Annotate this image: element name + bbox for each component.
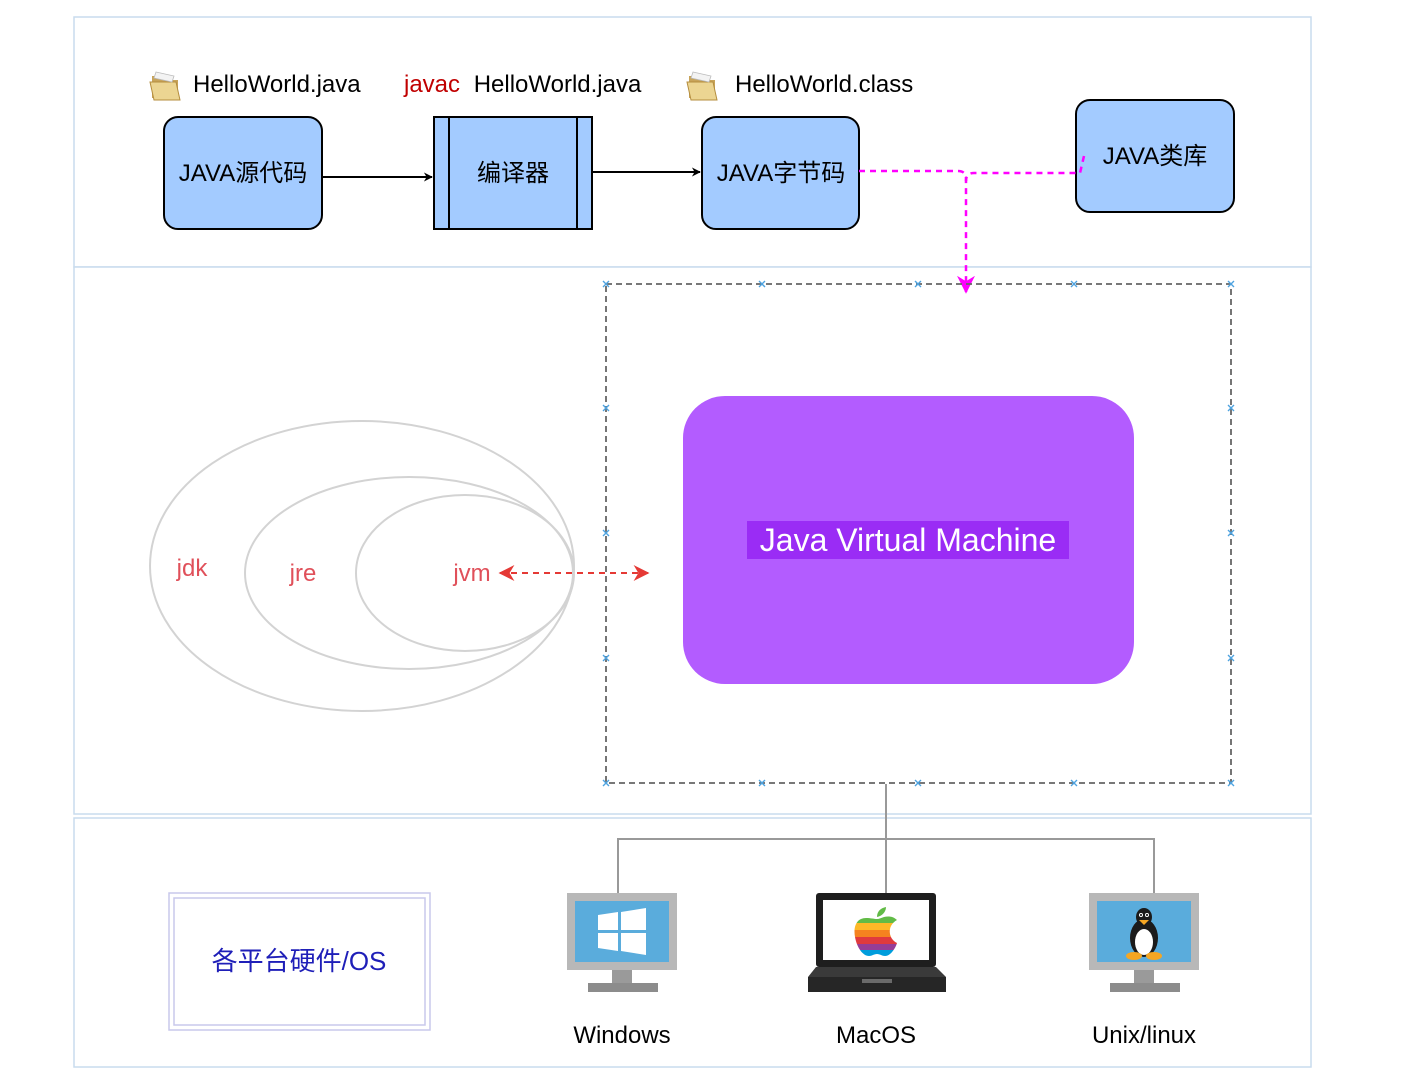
compiler-box-label: 编译器 <box>477 160 549 187</box>
bytecode-box[interactable] <box>701 116 860 230</box>
folder-icon <box>149 71 181 101</box>
windows-logo-icon <box>598 908 646 955</box>
macos-label: MacOS <box>836 1022 916 1049</box>
compiler-box[interactable] <box>433 116 593 230</box>
platform-box-outer <box>168 892 431 1031</box>
jvm-label: jvm <box>452 560 490 587</box>
jvm-title-highlight <box>747 521 1069 559</box>
os-connector-lines <box>617 784 1155 893</box>
jvm-title: Java Virtual Machine <box>760 522 1056 558</box>
javac-keyword: javac <box>403 71 460 98</box>
platform-label: 各平台硬件/OS <box>212 946 387 976</box>
apple-logo-icon <box>854 907 897 956</box>
bytecode-box-label: JAVA字节码 <box>717 160 845 187</box>
library-box-label: JAVA类库 <box>1103 143 1207 170</box>
library-to-jvm-connector <box>964 155 1086 182</box>
javac-command-label: javac HelloWorld.java <box>403 71 642 98</box>
source-code-box-label: JAVA源代码 <box>179 160 307 187</box>
mac-laptop-icon <box>808 893 946 992</box>
linux-computer-icon <box>1089 893 1199 992</box>
tux-penguin-icon <box>1126 908 1162 960</box>
library-box[interactable] <box>1075 99 1235 213</box>
windows-label: Windows <box>573 1022 670 1049</box>
unix-linux-label: Unix/linux <box>1092 1022 1196 1049</box>
source-file-label: HelloWorld.java <box>193 71 361 98</box>
frame-connection-points <box>602 280 1235 787</box>
windows-computer-icon <box>567 893 677 992</box>
class-file-label: HelloWorld.class <box>735 71 913 98</box>
source-code-box[interactable] <box>163 116 323 230</box>
folder-icon <box>686 71 718 101</box>
jdk-label: jdk <box>176 555 209 582</box>
javac-file: HelloWorld.java <box>474 71 642 98</box>
jre-label: jre <box>289 560 317 587</box>
platform-box-inner <box>173 897 426 1026</box>
